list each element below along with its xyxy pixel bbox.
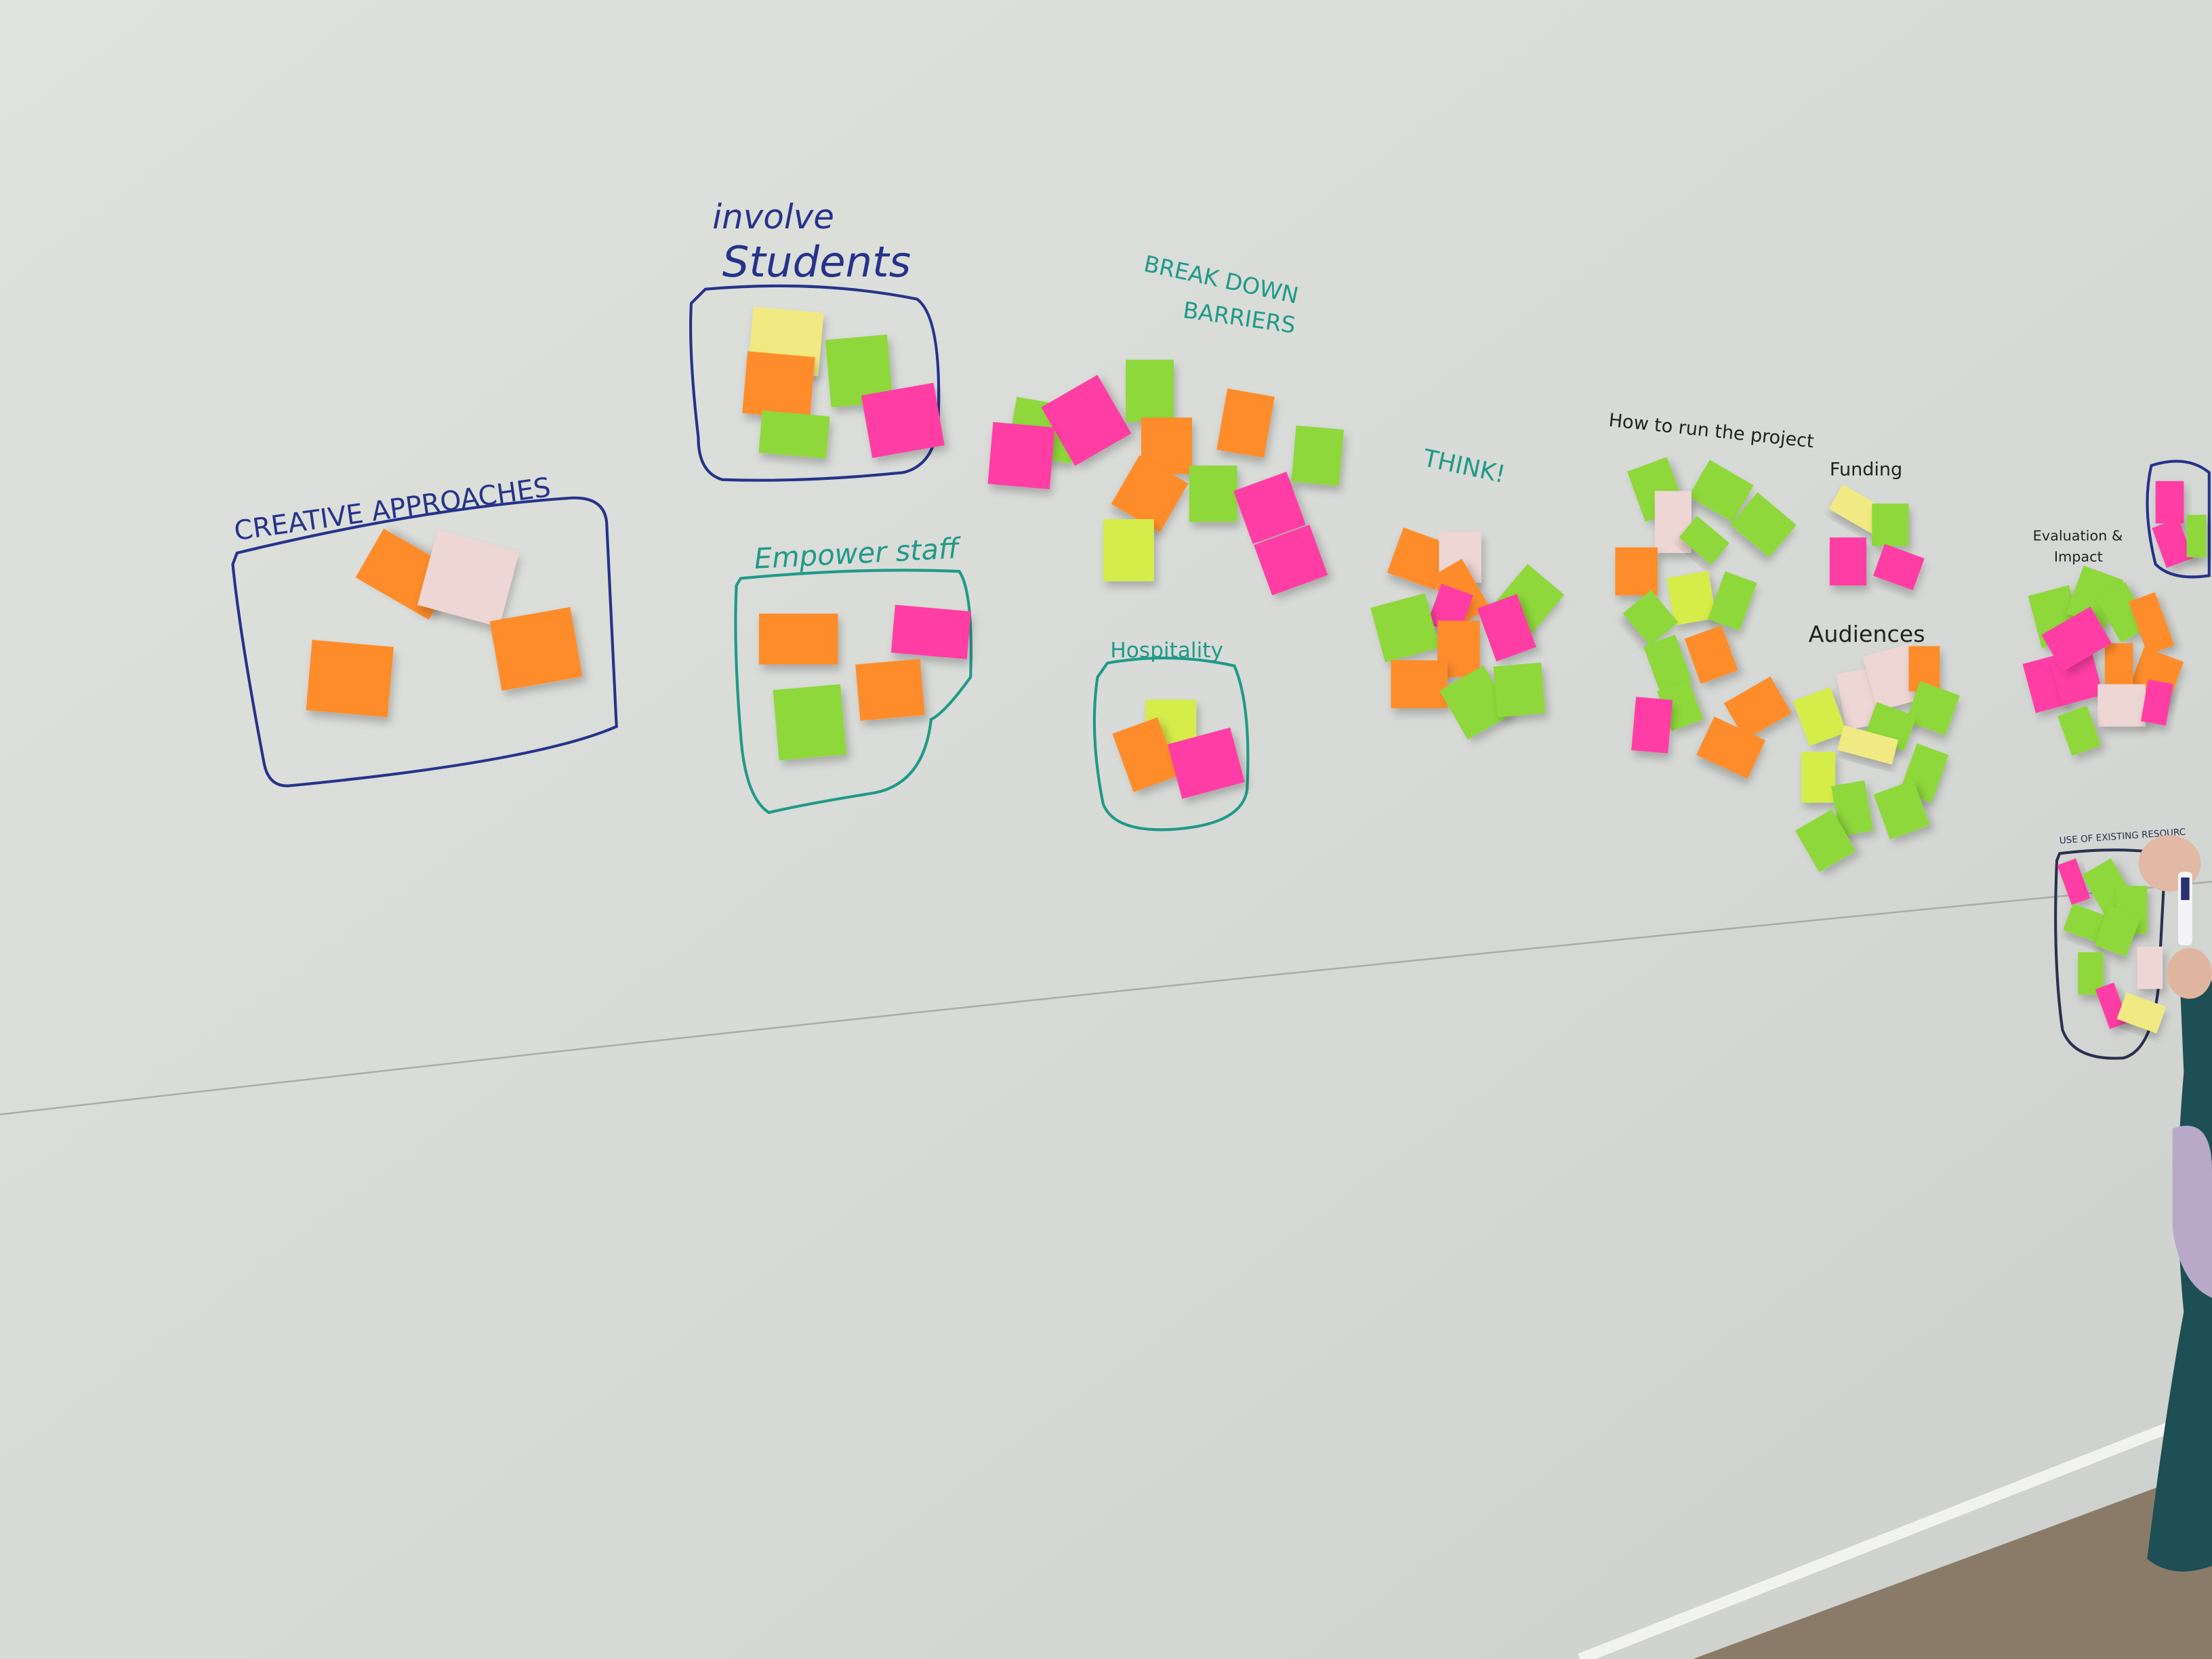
sticky-note-green bbox=[1622, 590, 1679, 647]
sticky-note-orange bbox=[1112, 717, 1179, 792]
sticky-note-orange bbox=[742, 351, 815, 419]
sticky-note-green bbox=[1688, 459, 1754, 523]
label-impact: Impact bbox=[2054, 548, 2103, 565]
sticky-note-lime bbox=[1666, 571, 1717, 626]
sticky-note-green bbox=[1831, 780, 1874, 837]
sticky-note-green bbox=[1795, 809, 1856, 872]
sticky-note-pink bbox=[2155, 480, 2184, 524]
sticky-note-orange bbox=[1387, 527, 1452, 590]
sticky-note-green bbox=[1730, 492, 1797, 558]
sticky-note-orange bbox=[1684, 625, 1738, 684]
sticky-note-pink bbox=[861, 382, 945, 458]
sticky-note-pink bbox=[2140, 679, 2173, 726]
hand bbox=[2167, 947, 2212, 999]
sticky-note-green bbox=[1679, 516, 1729, 565]
sticky-note-paper bbox=[2097, 684, 2146, 727]
sticky-note-orange bbox=[2104, 643, 2133, 691]
sticky-note-pink bbox=[1631, 697, 1673, 754]
sticky-note-green bbox=[1126, 359, 1174, 422]
sticky-note-orange bbox=[306, 640, 394, 718]
sticky-note-lime bbox=[1103, 519, 1154, 581]
sticky-note-orange bbox=[1111, 455, 1189, 533]
hospitality-box bbox=[1092, 656, 1250, 832]
sticky-note-green bbox=[1905, 680, 1960, 736]
sticky-note-orange bbox=[1723, 676, 1792, 740]
involve-students-box bbox=[689, 284, 941, 482]
sticky-note-pink bbox=[1829, 537, 1866, 586]
sticky-note-green bbox=[1707, 571, 1757, 631]
label-students: Students bbox=[722, 237, 911, 287]
sticky-note-green bbox=[2078, 952, 2104, 995]
sticky-note-orange bbox=[2128, 592, 2175, 655]
sticky-note-lime bbox=[1793, 687, 1847, 746]
sticky-note-pink bbox=[1041, 375, 1132, 466]
sticky-note-orange bbox=[489, 607, 583, 691]
sticky-note-paper bbox=[417, 530, 520, 627]
empower-staff-box bbox=[734, 569, 972, 815]
sticky-note-yellow bbox=[2116, 992, 2167, 1033]
sticky-note-yellow bbox=[1837, 725, 1899, 764]
sticky-note-green bbox=[1189, 465, 1237, 523]
sticky-note-pink bbox=[1233, 472, 1306, 544]
sticky-note-orange bbox=[758, 613, 838, 665]
existing-resources-box bbox=[2054, 848, 2167, 1060]
sticky-note-pink bbox=[1872, 544, 1925, 590]
label-involve: involve bbox=[712, 197, 834, 237]
sticky-note-green bbox=[1872, 504, 1909, 546]
sticky-note-green bbox=[2186, 514, 2207, 558]
sticky-note-pink bbox=[2152, 518, 2193, 568]
sticky-note-paper bbox=[1654, 491, 1692, 553]
sticky-note-orange bbox=[1216, 388, 1275, 458]
label-funding: Funding bbox=[1830, 459, 1902, 480]
sticky-note-green bbox=[2057, 705, 2102, 756]
sticky-note-pink bbox=[2057, 858, 2091, 905]
sticky-note-orange bbox=[1391, 660, 1448, 708]
sticky-note-green bbox=[1370, 593, 1440, 663]
sticky-note-orange bbox=[1696, 716, 1766, 779]
sticky-note-orange bbox=[1615, 547, 1658, 596]
sticky-note-green bbox=[1643, 634, 1692, 692]
label-audiences: Audiences bbox=[1809, 621, 1925, 647]
sticky-note-green bbox=[1291, 425, 1345, 486]
person-holding-marker bbox=[2138, 835, 2212, 1572]
sticky-note-green bbox=[773, 684, 847, 760]
sticky-note-green bbox=[1439, 665, 1512, 740]
wall-panel-seam bbox=[0, 880, 2212, 1115]
sticky-note-lime bbox=[1801, 752, 1836, 803]
sticky-note-pink bbox=[1477, 594, 1536, 662]
sticky-note-pink bbox=[890, 605, 971, 659]
creative-approaches-box bbox=[231, 496, 618, 787]
sticky-note-paper bbox=[2137, 946, 2163, 989]
sticky-note-green bbox=[1873, 779, 1930, 840]
baseboard bbox=[1578, 1405, 2212, 1659]
sticky-note-pink bbox=[1167, 727, 1245, 799]
sticky-note-green bbox=[1493, 662, 1546, 718]
label-evaluation: Evaluation & bbox=[2033, 527, 2123, 544]
sticky-note-green bbox=[758, 410, 830, 459]
label-hospitality: Hospitality bbox=[1110, 638, 1223, 663]
top-right-box bbox=[2146, 459, 2211, 579]
sticky-note-pink bbox=[1254, 525, 1328, 596]
sticky-note-orange bbox=[855, 659, 925, 721]
sticky-note-green bbox=[2095, 581, 2151, 643]
sticky-note-pink bbox=[987, 422, 1055, 489]
sticky-note-pink bbox=[2041, 607, 2112, 672]
sticky-note-green bbox=[2094, 905, 2141, 957]
sticky-note-green bbox=[825, 334, 893, 408]
sticky-notes bbox=[306, 306, 2207, 1033]
